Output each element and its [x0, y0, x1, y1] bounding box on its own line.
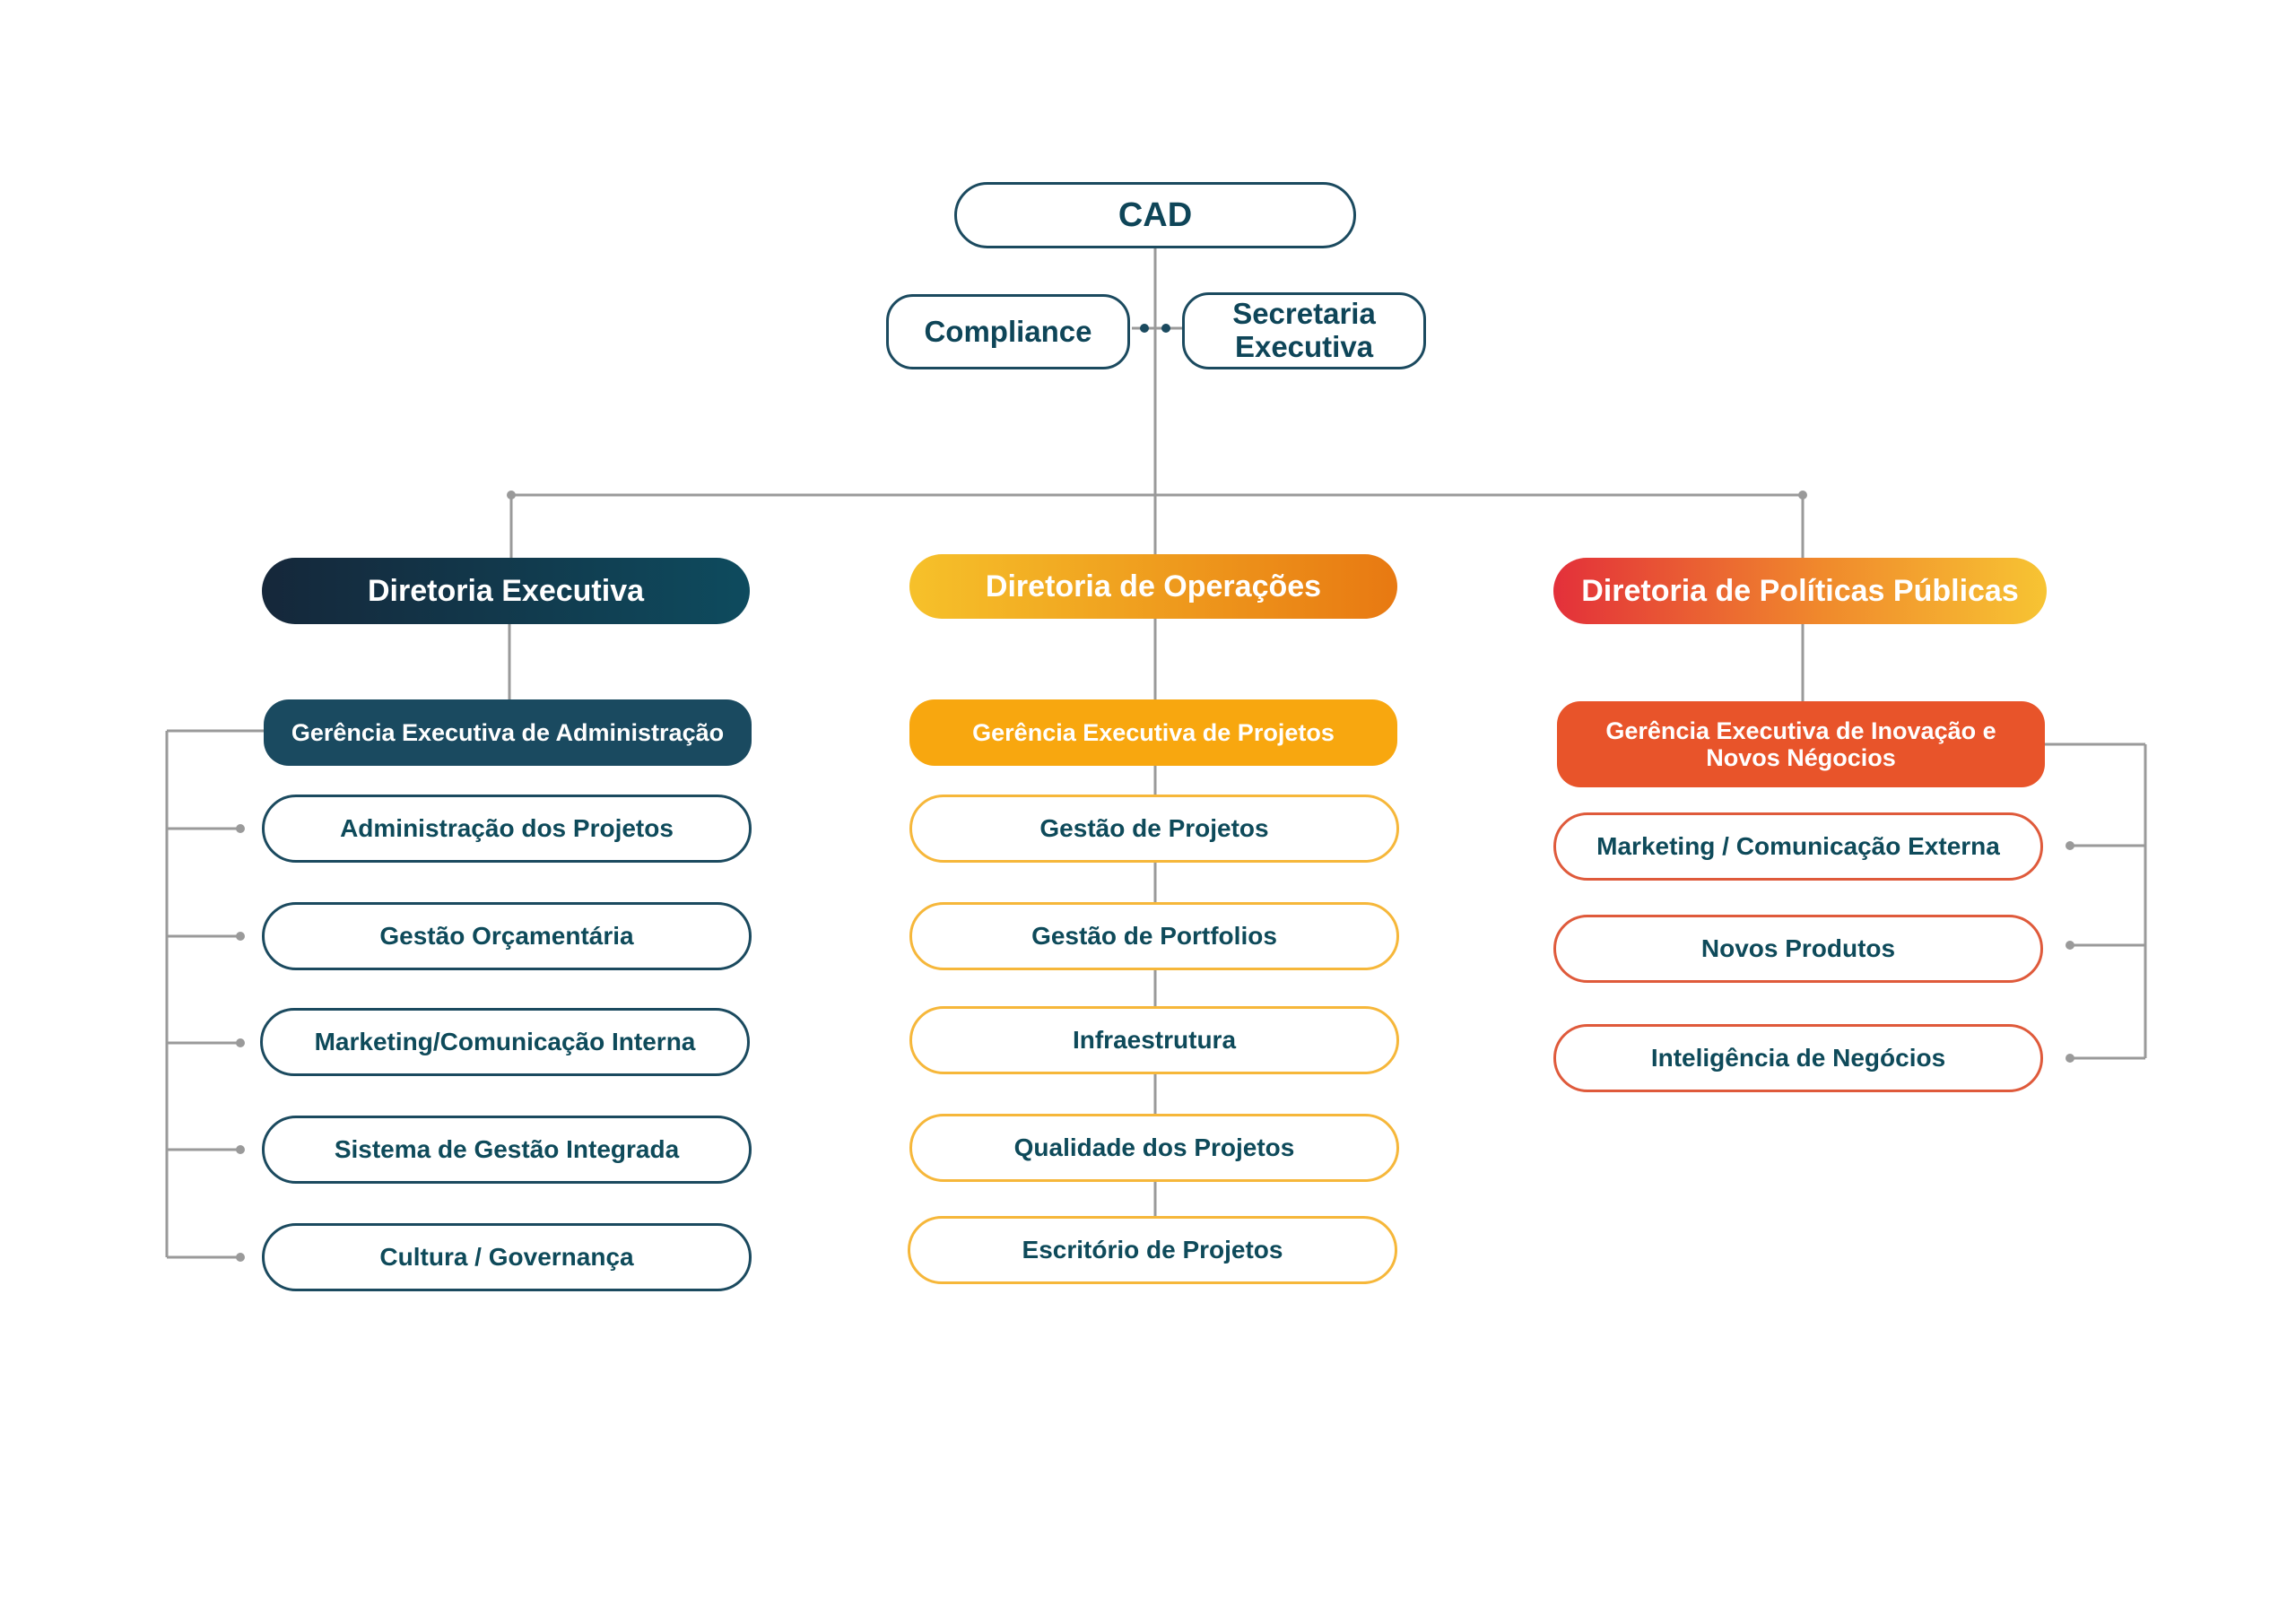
unit-node: Sistema de Gestão Integrada — [262, 1116, 752, 1184]
unit-node: Administração dos Projetos — [262, 795, 752, 863]
unit-node: Marketing/Comunicação Interna — [260, 1008, 750, 1076]
unit-node: Cultura / Governança — [262, 1223, 752, 1291]
unit-node: Infraestrutura — [909, 1006, 1399, 1074]
unit-node: Gestão de Projetos — [909, 795, 1399, 863]
diretoria-politicas-publicas-node: Diretoria de Políticas Públicas — [1553, 558, 2047, 624]
diretoria-executiva-node: Diretoria Executiva — [262, 558, 750, 624]
unit-node: Escritório de Projetos — [908, 1216, 1397, 1284]
unit-node: Gestão Orçamentária — [262, 902, 752, 970]
unit-node: Gestão de Portfolios — [909, 902, 1399, 970]
unit-node: Inteligência de Negócios — [1553, 1024, 2043, 1092]
unit-node: Qualidade dos Projetos — [909, 1114, 1399, 1182]
unit-node: Marketing / Comunicação Externa — [1553, 812, 2043, 881]
gerencia-projetos-node: Gerência Executiva de Projetos — [909, 699, 1397, 766]
unit-node: Novos Produtos — [1553, 915, 2043, 983]
gerencia-administracao-node: Gerência Executiva de Administração — [264, 699, 752, 766]
diretoria-operacoes-node: Diretoria de Operações — [909, 554, 1397, 619]
gerencia-inovacao-node: Gerência Executiva de Inovação e Novos N… — [1557, 701, 2045, 787]
secretaria-executiva-node: Secretaria Executiva — [1182, 292, 1426, 369]
compliance-node: Compliance — [886, 294, 1130, 369]
cad-node: CAD — [954, 182, 1356, 248]
